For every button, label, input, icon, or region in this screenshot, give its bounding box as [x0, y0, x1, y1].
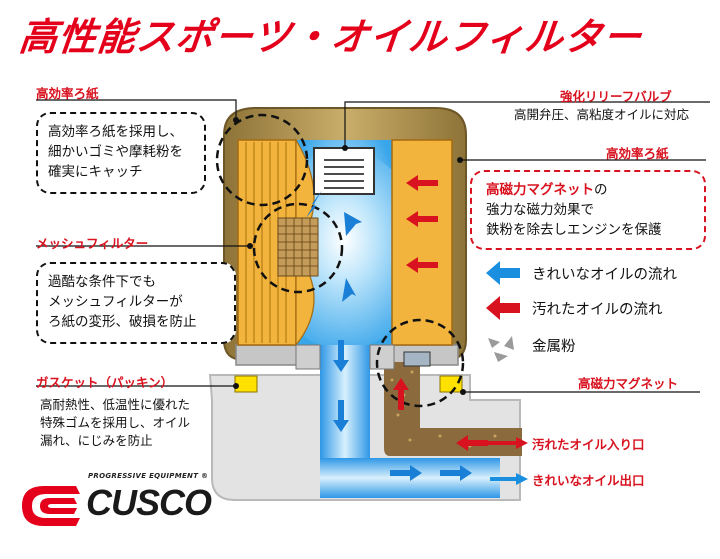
highlight-paper: [215, 113, 309, 207]
mesh-filter: [277, 217, 319, 277]
gasket-right: [439, 375, 463, 393]
gasket-description: 高耐熱性、低温性に優れた 特殊ゴムを採用し、オイル 漏れ、にじみを防止: [40, 396, 190, 450]
label-mesh-filter: メッシュフィルター: [36, 236, 149, 251]
legend-dirty-arrow: [486, 296, 520, 320]
label-relief-valve: 強化リリーフバルブ: [560, 89, 672, 104]
logo-registered-mark: ®: [201, 472, 209, 480]
legend-metal: 金属粉: [532, 339, 576, 355]
label-magnet: 高磁力マグネット: [578, 376, 679, 391]
callout-line: 鉄粉を除去しエンジンを保護: [486, 222, 662, 238]
callout-magnet: 高磁力マグネットの 強力な磁力効果で 鉄粉を除去しエンジンを保護: [470, 170, 706, 250]
legend-dirty: 汚れたオイルの流れ: [532, 302, 663, 318]
relief-valve-description: 高開弁圧、高粘度オイルに対応: [514, 107, 690, 122]
callout-line: 高効率ろ紙を採用し、: [48, 124, 183, 140]
desc-line: 特殊ゴムを採用し、オイル: [40, 415, 191, 430]
legend-metal-icon: [488, 336, 514, 362]
label-gasket: ガスケット（パッキン）: [36, 375, 174, 390]
callout-line: 確実にキャッチ: [48, 164, 143, 180]
desc-line: 漏れ、にじみを防止: [40, 433, 153, 448]
label-inlet: 汚れたオイル入り口: [532, 437, 645, 452]
highlight-mesh: [252, 202, 344, 294]
logo-tagline-text: PROGRESSIVE EQUIPMENT: [88, 472, 199, 480]
label-filter-paper-right: 高効率ろ紙: [606, 146, 669, 161]
callout-line: ろ紙の変形、破損を防止: [48, 314, 197, 330]
gasket-left: [234, 375, 258, 393]
logo-brand: CUSCO: [86, 482, 212, 523]
magnet-headline: 高磁力マグネットの: [486, 180, 694, 200]
label-filter-paper-left: 高効率ろ紙: [36, 86, 99, 101]
callout-filter-paper: 高効率ろ紙を採用し、 細かいゴミや摩耗粉を 確実にキャッチ: [36, 112, 206, 194]
relief-valve: [313, 147, 375, 195]
callout-line: メッシュフィルターが: [48, 294, 183, 310]
magnet-highlight: 高磁力マグネット: [486, 182, 594, 198]
highlight-magnet: [375, 318, 465, 408]
magnet: [403, 351, 431, 367]
callout-line: 過酷な条件下でも: [48, 274, 156, 290]
legend-clean-arrow: [486, 261, 520, 285]
logo-tagline: PROGRESSIVE EQUIPMENT ®: [88, 472, 208, 480]
filter-paper-right: [391, 139, 453, 346]
inlet-channel: [384, 362, 522, 456]
label-outlet: きれいなオイル出口: [532, 473, 645, 488]
callout-line: 細かいゴミや摩耗粉を: [48, 144, 183, 160]
legend-clean: きれいなオイルの流れ: [532, 267, 677, 283]
magnet-suffix: の: [594, 182, 608, 198]
callout-mesh-filter: 過酷な条件下でも メッシュフィルターが ろ紙の変形、破損を防止: [36, 262, 236, 344]
desc-line: 高耐熱性、低温性に優れた: [40, 397, 191, 412]
cusco-logo-mark: [22, 486, 80, 526]
callout-line: 強力な磁力効果で: [486, 202, 594, 218]
